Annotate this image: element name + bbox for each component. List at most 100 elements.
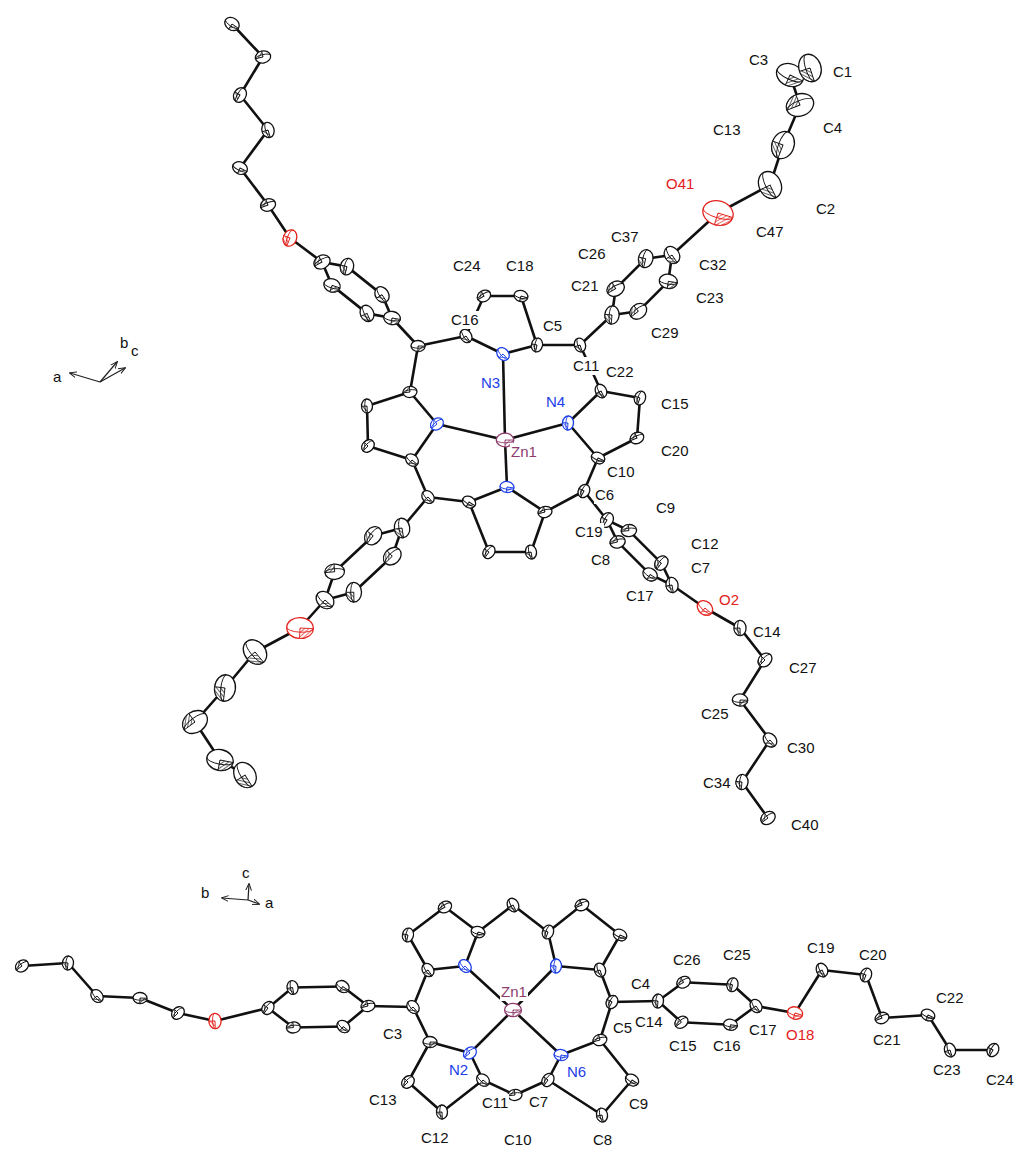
atom-label: C29 — [650, 324, 680, 342]
atom-ellipsoid — [419, 961, 436, 979]
atom-ellipsoid — [985, 1041, 1001, 1059]
atom-label: O18 — [785, 1026, 815, 1044]
atom-ellipsoid — [628, 430, 645, 446]
atom-ellipsoid — [474, 1071, 492, 1088]
atom-ellipsoid — [573, 337, 588, 354]
atom-ellipsoid — [539, 1071, 556, 1089]
atom-label: C40 — [790, 816, 820, 834]
atom-label: C11 — [572, 357, 600, 375]
atom-label: C26 — [577, 245, 607, 263]
atom-ellipsoid — [537, 505, 553, 519]
atom-label: C7 — [690, 559, 711, 577]
atom-label: C23 — [932, 1061, 962, 1079]
bond — [822, 970, 866, 975]
atom-ellipsoid — [428, 415, 446, 432]
bond — [503, 354, 505, 440]
atom-ellipsoid — [661, 243, 683, 266]
atom-ellipsoid — [595, 1107, 608, 1123]
atom-label: C23 — [695, 289, 725, 307]
atom-ellipsoid — [637, 248, 655, 269]
atom-ellipsoid — [652, 994, 664, 1009]
atom-ellipsoids — [13, 896, 1001, 1123]
atom-label: C3 — [748, 51, 769, 69]
atom-ellipsoid — [611, 927, 628, 943]
atom-ellipsoid — [423, 1036, 437, 1047]
atom-label: C4 — [630, 975, 651, 993]
atom-label: C25 — [700, 705, 730, 723]
atom-label: C4 — [822, 119, 843, 137]
atom-label: C21 — [570, 277, 600, 295]
atom-ellipsoid — [404, 998, 422, 1016]
atom-ellipsoid — [359, 437, 377, 455]
atom-ellipsoid — [311, 252, 332, 272]
atom-label: C17 — [748, 1021, 778, 1039]
atom-label: O41 — [665, 175, 695, 193]
atom-label: C34 — [702, 774, 732, 792]
atom-label: N6 — [566, 1063, 587, 1081]
atom-ellipsoid — [393, 517, 411, 539]
atom-label: C15 — [668, 1037, 698, 1055]
atom-label: C15 — [660, 395, 690, 413]
atom-ellipsoid — [401, 927, 415, 943]
atom-ellipsoid — [609, 534, 627, 549]
atom-ellipsoid — [735, 774, 749, 791]
atom-label: C13 — [368, 1091, 398, 1109]
atom-ellipsoid — [281, 228, 300, 249]
atom-ellipsoid — [436, 899, 454, 916]
atom-ellipsoid — [230, 159, 249, 177]
atom-ellipsoid — [593, 962, 608, 979]
atom-ellipsoid — [460, 494, 478, 511]
bond — [568, 391, 601, 423]
atom-ellipsoid — [562, 416, 574, 431]
atom-ellipsoid — [755, 650, 774, 669]
atom-label: N3 — [480, 374, 501, 392]
atom-ellipsoid — [694, 598, 715, 619]
atom-label: C14 — [634, 1013, 664, 1031]
bond — [600, 1040, 632, 1080]
atom-label: C32 — [698, 256, 728, 274]
axis-arrow — [100, 368, 125, 382]
atom-ellipsoid — [209, 1013, 222, 1029]
atom-ellipsoid — [734, 620, 747, 636]
bond — [410, 346, 418, 392]
atom-label: C12 — [690, 535, 720, 553]
atom-ellipsoid — [313, 588, 338, 613]
atom-label: C26 — [672, 951, 702, 969]
atom-ellipsoid — [576, 482, 592, 500]
atom-ellipsoid — [604, 278, 627, 299]
atom-ellipsoid — [513, 289, 529, 303]
atom-ellipsoid — [259, 197, 278, 214]
molecule-side-view — [13, 896, 1001, 1123]
atom-label: C20 — [660, 442, 690, 460]
axis-label: b — [119, 334, 129, 352]
atom-ellipsoid — [621, 524, 638, 538]
atom-ellipsoid — [553, 1049, 568, 1062]
atom-label: C47 — [755, 223, 785, 241]
atom-ellipsoid — [604, 305, 620, 324]
atom-ellipsoid — [858, 966, 873, 983]
atom-ellipsoid — [726, 977, 740, 993]
atom-label: C17 — [625, 587, 655, 605]
atom-ellipsoid — [943, 1042, 958, 1059]
atom-ellipsoid — [238, 635, 271, 669]
atom-ellipsoid — [627, 300, 650, 322]
atom-label: C12 — [420, 1129, 450, 1147]
atom-label: N2 — [448, 1061, 469, 1079]
bond — [437, 424, 505, 440]
atom-ellipsoids — [178, 15, 825, 828]
atom-label: C8 — [592, 1131, 613, 1149]
atom-ellipsoid — [254, 49, 272, 64]
atom-label: C37 — [610, 228, 640, 246]
atom-ellipsoid — [457, 327, 474, 345]
atom-ellipsoid — [748, 997, 765, 1015]
atom-ellipsoid — [814, 961, 830, 978]
atom-ellipsoid — [372, 284, 392, 305]
atom-ellipsoid — [919, 1007, 936, 1023]
atom-label: C16 — [712, 1037, 742, 1055]
atom-ellipsoid — [231, 85, 249, 104]
atom-label: C30 — [786, 739, 816, 757]
bond — [513, 1010, 561, 1055]
atom-ellipsoid — [795, 51, 825, 84]
atom-ellipsoid — [723, 1018, 739, 1031]
axis-triad — [70, 362, 259, 904]
